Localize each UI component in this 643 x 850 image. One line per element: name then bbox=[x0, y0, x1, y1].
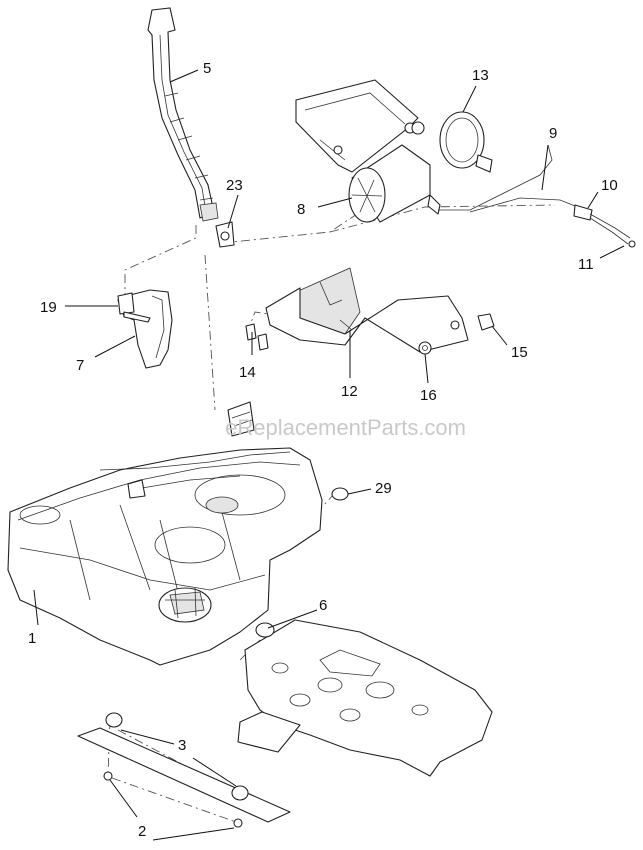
fuel-tank-1[interactable] bbox=[7, 447, 323, 666]
callout-16: 16 bbox=[420, 387, 437, 404]
callout-7: 7 bbox=[76, 357, 84, 374]
bumper-3-b[interactable] bbox=[231, 785, 249, 801]
leader-lines bbox=[33, 69, 625, 841]
assembly-guide-lines bbox=[107, 204, 556, 823]
filler-neck-hose[interactable] bbox=[147, 7, 219, 222]
tank-fill-fitting[interactable] bbox=[227, 401, 255, 437]
screw-15[interactable] bbox=[477, 313, 495, 331]
canister-strap-13[interactable] bbox=[411, 111, 493, 173]
canister-mounting-bracket[interactable] bbox=[295, 79, 419, 173]
bumper-3-a[interactable] bbox=[105, 712, 123, 728]
heat-shield-12[interactable] bbox=[265, 267, 469, 353]
callout-29: 29 bbox=[375, 480, 392, 497]
callout-15: 15 bbox=[511, 344, 528, 361]
callout-5: 5 bbox=[203, 60, 211, 77]
fuel-pump-module[interactable] bbox=[158, 587, 212, 623]
fuel-line-11[interactable] bbox=[589, 213, 636, 248]
callout-1: 1 bbox=[28, 630, 36, 647]
fastener-2-b[interactable] bbox=[233, 818, 243, 828]
callout-12: 12 bbox=[341, 383, 358, 400]
callout-8: 8 bbox=[297, 201, 305, 218]
callout-19: 19 bbox=[40, 299, 57, 316]
callout-2: 2 bbox=[138, 823, 146, 840]
hose-clamp-23[interactable] bbox=[215, 221, 235, 248]
screw-14[interactable] bbox=[245, 323, 269, 351]
callout-13: 13 bbox=[472, 67, 489, 84]
nut-16[interactable] bbox=[418, 341, 432, 355]
watermark-text: eReplacementParts.com bbox=[225, 415, 466, 440]
callout-23: 23 bbox=[226, 177, 243, 194]
bumper-6[interactable] bbox=[255, 622, 275, 638]
charcoal-canister-8[interactable] bbox=[348, 144, 441, 223]
tank-support-plate[interactable] bbox=[237, 619, 493, 777]
callout-labels: 5 23 19 7 8 13 9 10 11 12 14 15 16 29 1 … bbox=[28, 60, 618, 840]
fitting-10[interactable] bbox=[573, 204, 593, 221]
callout-6: 6 bbox=[319, 597, 327, 614]
callout-14: 14 bbox=[239, 364, 256, 381]
vent-line-9[interactable] bbox=[438, 144, 581, 213]
hose-clip-19[interactable] bbox=[117, 292, 151, 323]
callout-10: 10 bbox=[601, 177, 618, 194]
callout-11: 11 bbox=[578, 256, 594, 273]
callout-3: 3 bbox=[178, 737, 186, 754]
fastener-2-a[interactable] bbox=[103, 771, 113, 781]
grommet-29[interactable] bbox=[331, 487, 349, 501]
callout-9: 9 bbox=[549, 125, 557, 142]
